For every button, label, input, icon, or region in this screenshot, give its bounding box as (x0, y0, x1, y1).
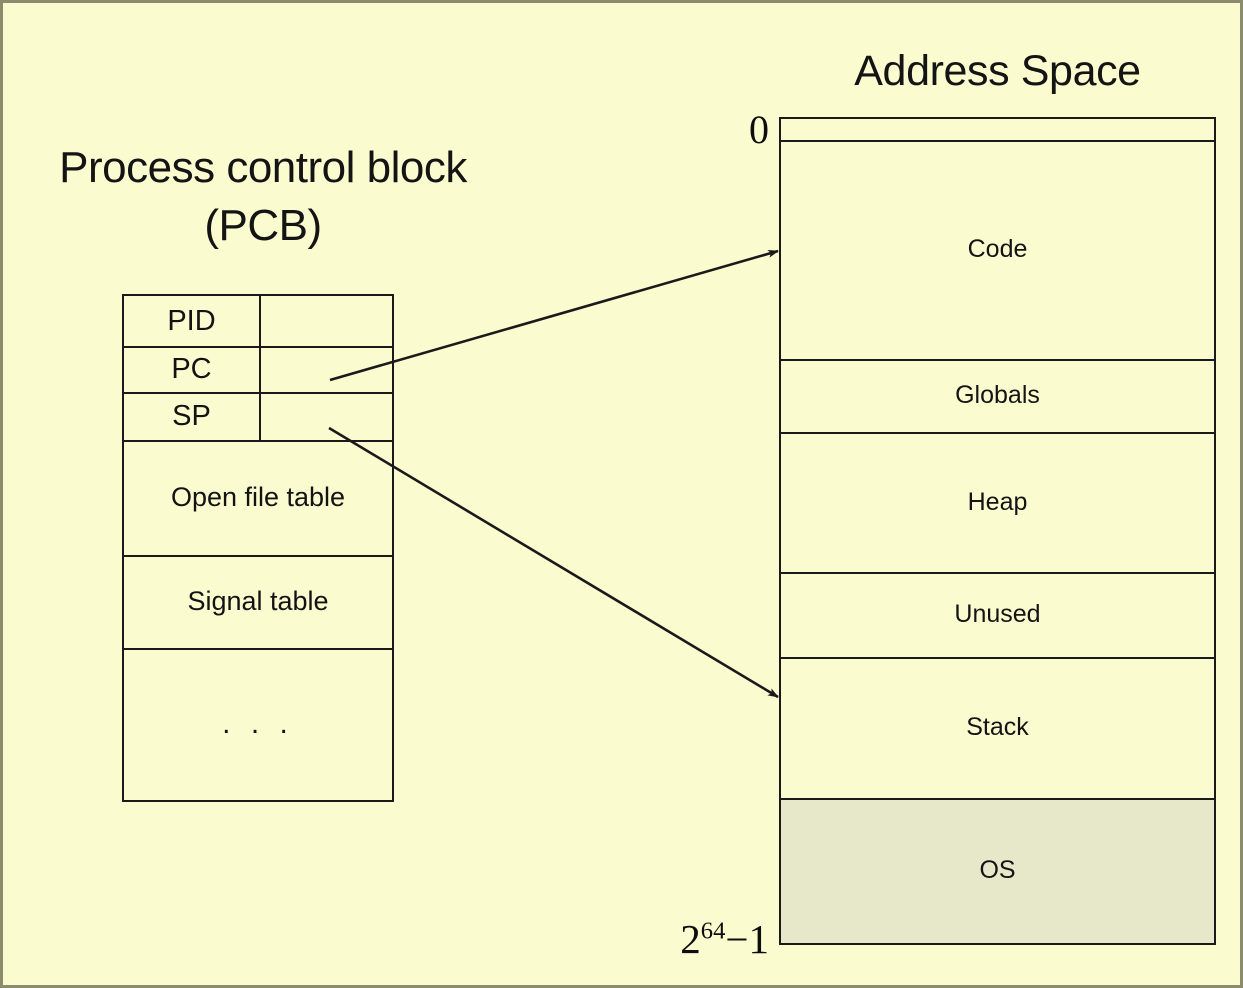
address-space-divider-2 (781, 359, 1214, 361)
pcb-field-label-signal-table: Signal table (187, 586, 329, 616)
address-space-segment-heap: Heap (781, 432, 1214, 572)
address-space-segment-label-stack: Stack (966, 713, 1029, 741)
address-space-segment-label-os: OS (979, 856, 1016, 884)
arrow-pc-to-code (329, 249, 779, 382)
pcb-title: Process control block (PCB) (59, 143, 467, 250)
pcb-ellipsis-label: . . . (222, 707, 294, 740)
address-label-max: 264−1 (563, 915, 769, 963)
address-space-segment-label-heap: Heap (967, 487, 1028, 516)
address-space-segment-unused: Unused (781, 572, 1214, 657)
address-space-segment-label-code: Code (967, 235, 1028, 263)
address-space-divider-1 (781, 140, 1214, 142)
address-space-divider-6 (781, 798, 1214, 800)
pcb-column-divider (259, 296, 261, 440)
address-space-segment-label-unused: Unused (954, 600, 1041, 628)
arrow-sp-to-stack (328, 426, 779, 699)
address-label-max-base: 2 (680, 916, 701, 962)
address-space-segment-os: OS (781, 798, 1214, 943)
address-space-box: Code Globals Heap Unused Stack OS (779, 117, 1216, 945)
address-space-segment-label-globals: Globals (955, 381, 1040, 409)
pcb-row-ellipsis: . . . (124, 648, 392, 800)
address-space-segment-stack: Stack (781, 657, 1214, 798)
address-space-segment-top-strip (781, 119, 1214, 140)
pcb-field-label-sp: SP (172, 399, 211, 432)
address-label-max-suffix: −1 (725, 916, 769, 962)
address-space-divider-3 (781, 432, 1214, 434)
address-space-segment-code: Code (781, 140, 1214, 359)
address-space-divider-4 (781, 572, 1214, 574)
address-label-zero: 0 (749, 107, 769, 152)
pcb-row-pid: PID (124, 296, 392, 346)
pcb-field-label-open-file-table: Open file table (170, 482, 346, 512)
pcb-table: PID PC SP Open file table Signal table .… (122, 294, 394, 802)
pcb-divider-3 (124, 440, 392, 442)
pcb-field-label-pid: PID (167, 304, 216, 337)
pcb-divider-1 (124, 346, 392, 348)
pcb-divider-5 (124, 648, 392, 650)
pcb-row-open-file-table: Open file table (124, 440, 392, 555)
pcb-row-sp: SP (124, 392, 392, 440)
pcb-row-pc: PC (124, 346, 392, 392)
pcb-row-signal-table: Signal table (124, 555, 392, 648)
address-space-divider-5 (781, 657, 1214, 659)
address-label-max-exponent: 64 (700, 917, 726, 945)
pcb-divider-2 (124, 392, 392, 394)
pcb-divider-4 (124, 555, 392, 557)
address-space-segment-globals: Globals (781, 359, 1214, 432)
address-space-title: Address Space (854, 47, 1141, 95)
pcb-field-label-pc: PC (171, 352, 212, 385)
